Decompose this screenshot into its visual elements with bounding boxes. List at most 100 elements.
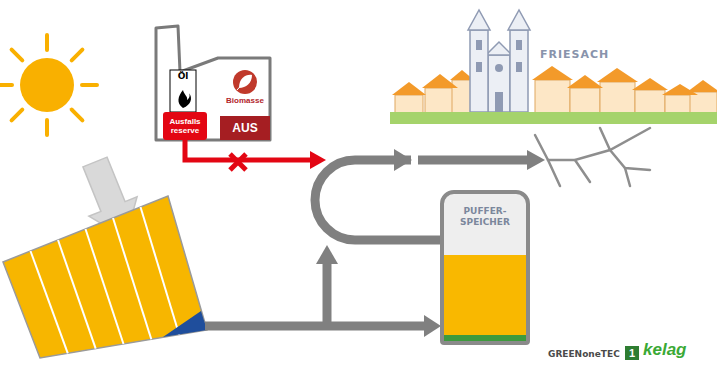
- collector-divider: [58, 240, 96, 349]
- status-badge: AUS: [220, 116, 270, 140]
- ground: [390, 112, 717, 124]
- logo-mark: 1: [625, 346, 639, 360]
- roof: [392, 82, 426, 95]
- sun-ray: [45, 35, 49, 50]
- collector-divider: [86, 229, 124, 344]
- cathedral-tower: [510, 30, 528, 112]
- tank-interior: [444, 194, 526, 341]
- sun: [0, 35, 97, 135]
- oil-reserve-box: ÖlAusfalls reserve: [163, 68, 207, 140]
- roof: [687, 80, 717, 92]
- arrow-head: [394, 149, 412, 171]
- town-node: FRIESACH: [545, 5, 717, 190]
- roof: [532, 66, 573, 80]
- solar-collector: [3, 196, 207, 358]
- roofs: [392, 66, 717, 95]
- window: [476, 40, 482, 50]
- network-branch: [625, 168, 630, 186]
- network-branch: [610, 150, 650, 170]
- cathedral-windows: [476, 40, 522, 112]
- oil-tank-symbol: [170, 70, 196, 112]
- network-branch: [548, 128, 650, 160]
- house: [690, 92, 717, 113]
- house: [600, 82, 635, 113]
- sun-disc: [20, 58, 74, 112]
- network-branch: [535, 135, 548, 160]
- biomass-icon: [233, 70, 257, 94]
- backup-pipe: [185, 140, 312, 160]
- cathedral-tower: [470, 30, 488, 112]
- cathedral-spire: [508, 10, 530, 30]
- sun-ray: [12, 50, 23, 61]
- company-logo: GREENoneTEC: [548, 349, 620, 359]
- town-name: FRIESACH: [540, 48, 609, 61]
- status-badge: Ausfalls reserve: [163, 112, 207, 140]
- house: [535, 80, 570, 113]
- collector-divider: [31, 251, 68, 353]
- company-logo: kelag: [643, 340, 686, 360]
- arrow-head: [424, 315, 441, 337]
- pipe: [205, 322, 426, 331]
- window: [516, 40, 522, 50]
- solar-pipes: [205, 245, 441, 337]
- collector-divider: [113, 218, 151, 339]
- collector-divider: [141, 207, 180, 335]
- window: [516, 62, 522, 72]
- pipe-gap: [411, 153, 418, 167]
- cathedral: [468, 10, 530, 112]
- roof: [597, 68, 638, 82]
- network-branch: [575, 160, 590, 182]
- house: [452, 80, 472, 113]
- window: [476, 62, 482, 72]
- sun-ray: [82, 83, 97, 87]
- tank-base: [444, 335, 526, 341]
- blocked-backup-line: [185, 140, 326, 170]
- heating-plant: [156, 26, 270, 140]
- pipe: [323, 262, 332, 326]
- district-network: [535, 128, 650, 186]
- network-branch: [600, 128, 610, 150]
- tank-background: [444, 194, 526, 341]
- roof: [422, 74, 458, 88]
- house: [570, 88, 600, 113]
- rose-window: [495, 64, 503, 72]
- buffer-tank: PUFFER- SPEICHER: [440, 190, 530, 345]
- portal: [495, 92, 503, 112]
- roof: [632, 78, 668, 90]
- cathedral-nave: [488, 55, 510, 112]
- pipe-line: [315, 160, 529, 240]
- tank-fill: [444, 255, 526, 335]
- collector-dividers: [31, 207, 180, 353]
- house: [635, 90, 665, 113]
- sun-ray: [12, 110, 23, 121]
- leaf-stem: [237, 80, 246, 90]
- sun-ray: [0, 83, 12, 87]
- arrow-head: [527, 150, 545, 170]
- cathedral-roof: [486, 42, 512, 55]
- network-branch: [548, 160, 560, 186]
- cathedral-spire: [468, 10, 490, 30]
- biomass-box: BiomasseAUS: [220, 66, 270, 140]
- fuel-label: Biomasse: [216, 96, 274, 105]
- cross-mark: [230, 154, 246, 170]
- town: [390, 10, 717, 124]
- house: [425, 88, 455, 113]
- arrow-head: [310, 151, 326, 169]
- fuel-label: Öl: [170, 71, 196, 81]
- arrow-head: [316, 245, 338, 264]
- tank-label: PUFFER- SPEICHER: [455, 206, 515, 228]
- flame-icon: [178, 90, 191, 108]
- collector-corner: [163, 311, 207, 337]
- plant-building: [156, 26, 270, 140]
- roof: [567, 75, 603, 88]
- sun-ray: [72, 110, 83, 121]
- cross-mark: [230, 154, 246, 170]
- sun-ray: [72, 50, 83, 61]
- pipe-connector: [315, 150, 545, 240]
- sun-ray: [45, 120, 49, 135]
- house: [395, 95, 423, 113]
